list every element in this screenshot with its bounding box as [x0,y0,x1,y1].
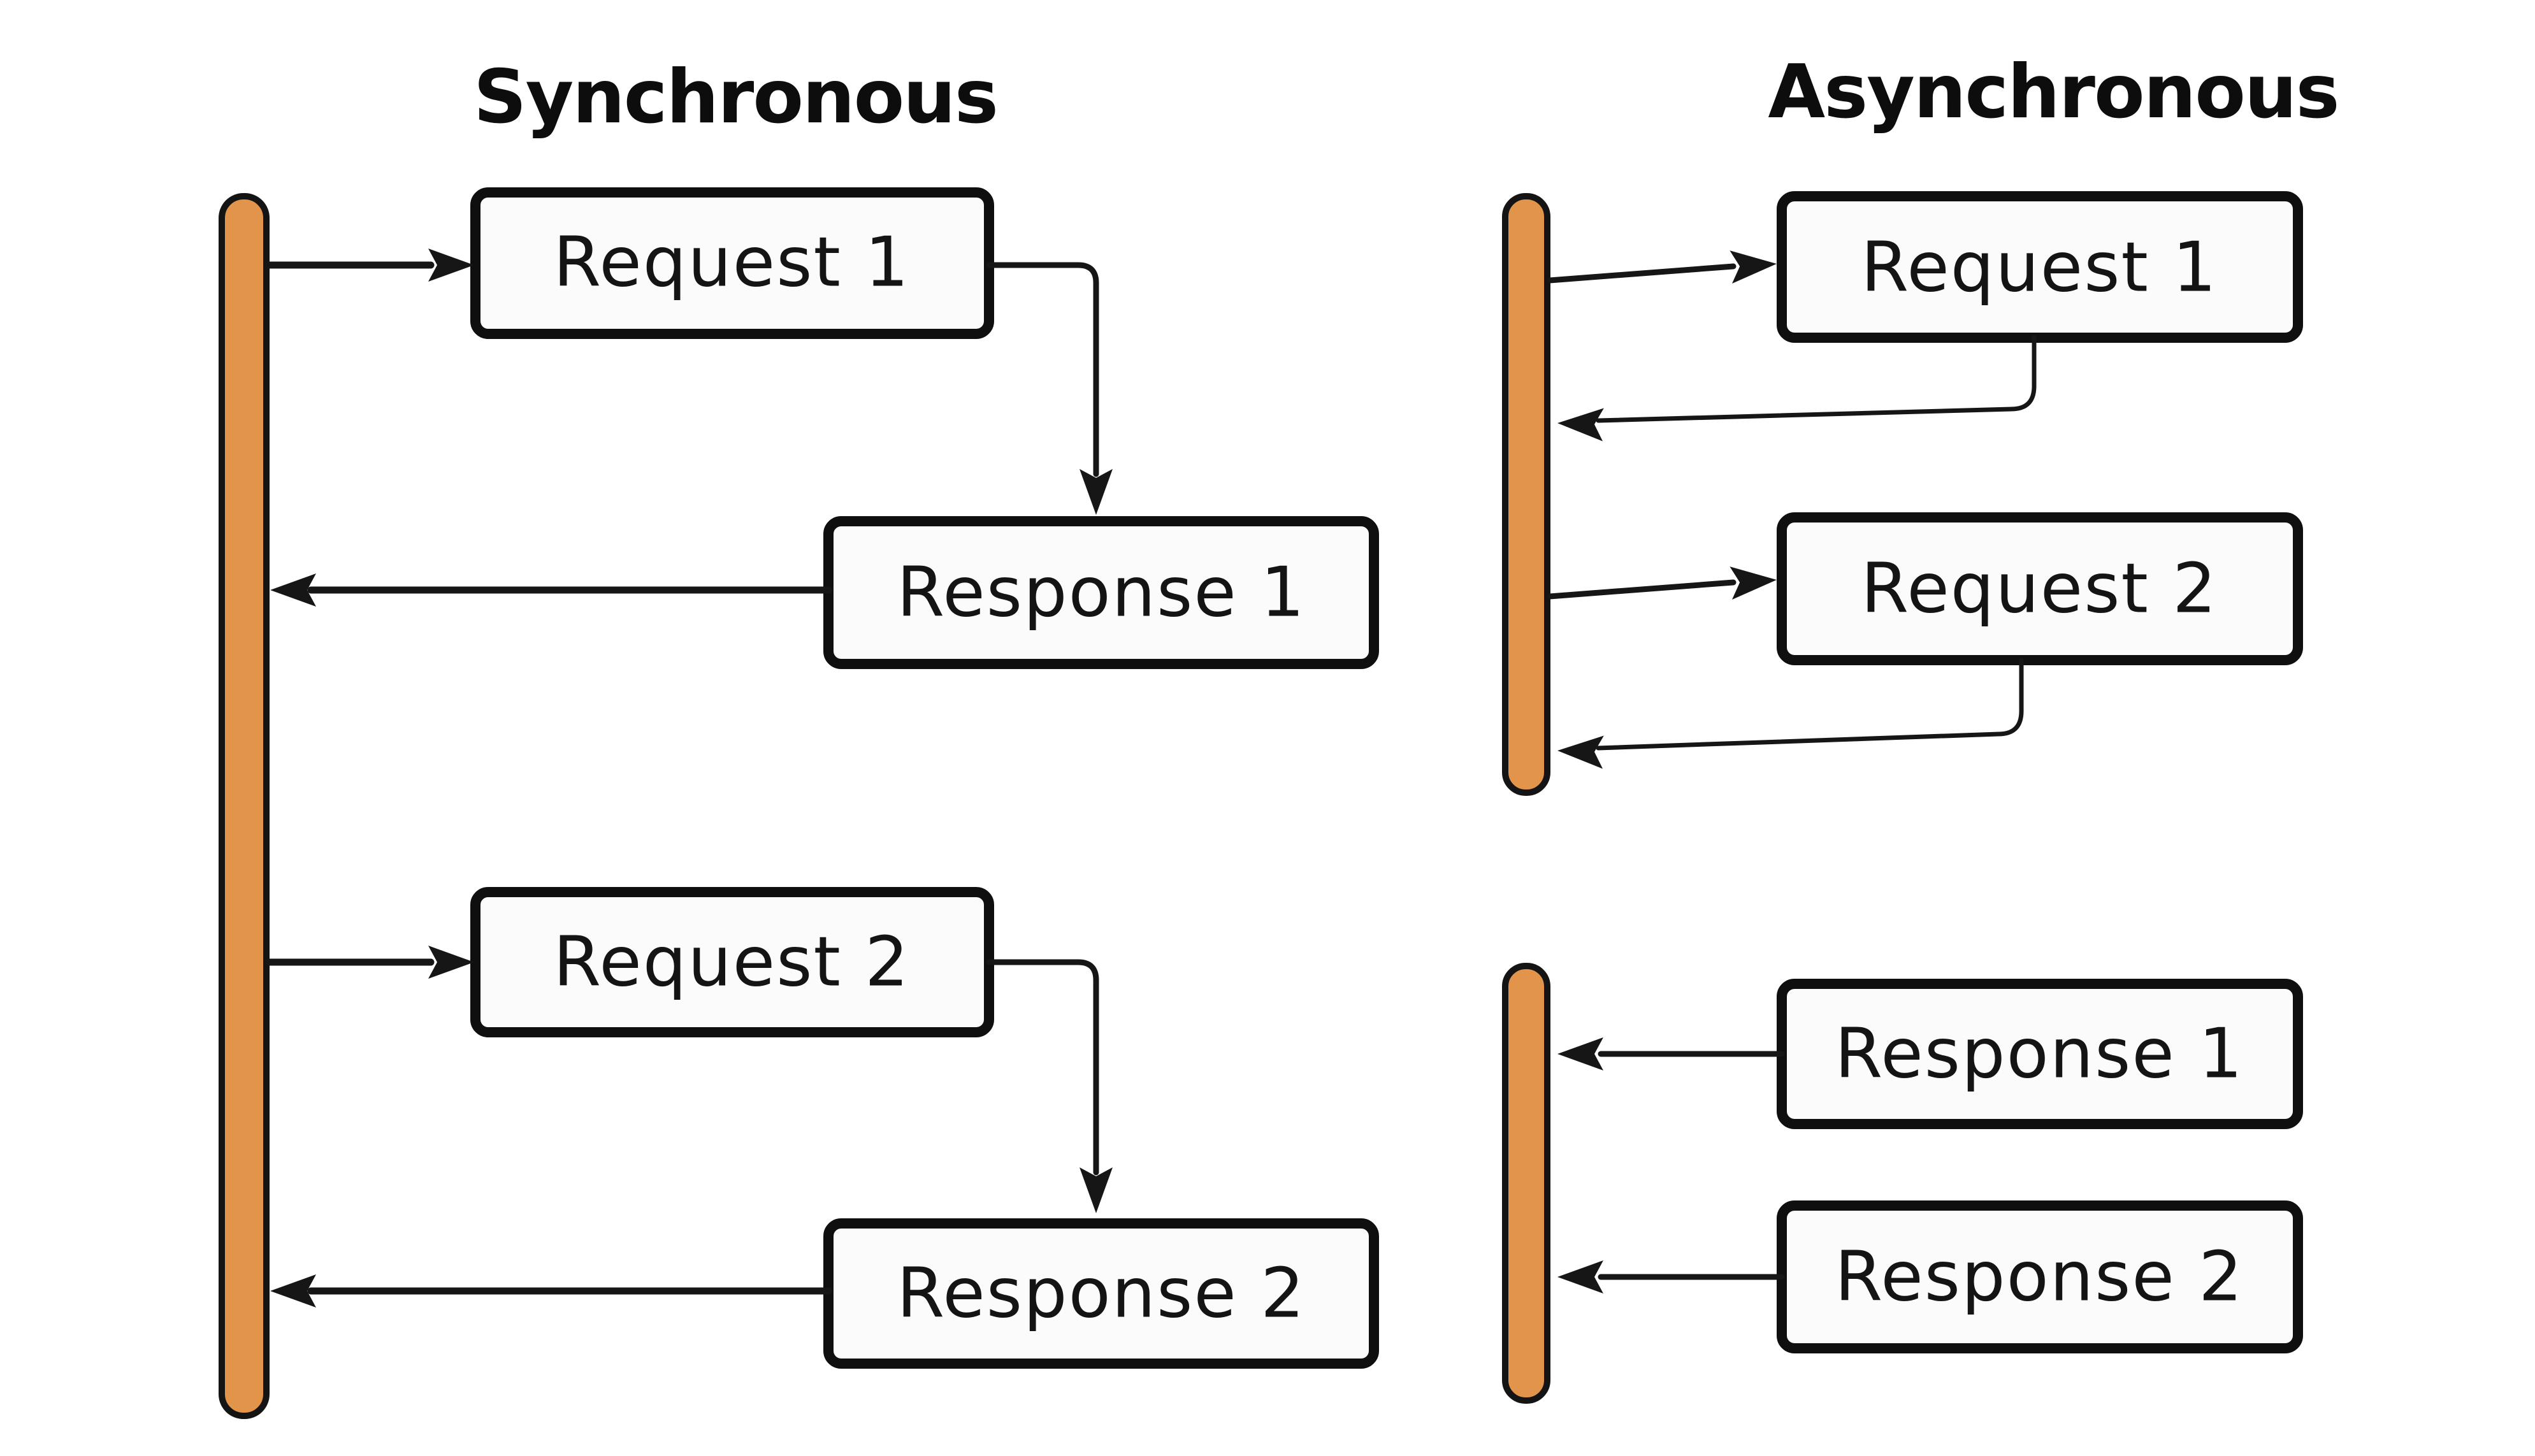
arrowhead-left-icon [1557,408,1604,442]
arrowhead-left-icon [1557,735,1604,769]
async-lifeline-bottom [1502,963,1550,1404]
async-request2-label: Request 2 [1861,549,2218,629]
sync-response1-label: Response 1 [897,553,1306,633]
sync-title: Synchronous [473,54,997,140]
sync-arrow-to-request2 [265,946,474,979]
arrowhead-left-icon [270,573,316,607]
sync-response2-node: Response 2 [823,1218,1379,1369]
async-panel: Asynchronous Request 1 Request 2 [1502,49,2340,1404]
arrowhead-left-icon [1557,1260,1603,1294]
async-arrow-response2 [1557,1260,1785,1294]
arrowhead-down-icon [1080,469,1113,515]
async-response1-node: Response 1 [1777,979,2303,1129]
async-request1-box [1777,191,2303,343]
async-arrow-to-request1 [1547,250,1777,284]
sync-request2-label: Request 2 [553,923,910,1002]
async-title: Asynchronous [1768,49,2338,135]
sync-connector-req1-resp1 [986,262,1113,515]
arrowhead-down-icon [1080,1167,1113,1213]
arrowhead-left-icon [270,1274,316,1308]
sync-response2-label: Response 2 [897,1254,1306,1334]
async-arrow-to-request2 [1547,566,1777,600]
sync-lifeline [219,193,270,1419]
async-response2-node: Response 2 [1777,1200,2303,1353]
arrowhead-right-icon [428,249,474,282]
sync-response1-node: Response 1 [823,516,1379,669]
sync-connector-req2-resp2 [986,959,1113,1213]
async-request1-node: Request 1 [1777,191,2303,343]
arrow-line [1547,263,1737,284]
curve-line [1596,658,2024,751]
async-request2-node: Request 2 [1777,512,2303,665]
async-response2-label: Response 2 [1835,1237,2244,1317]
sync-arrow-to-request1 [265,249,474,282]
curve-line [1596,335,2037,423]
async-response1-label: Response 1 [1835,1014,2244,1094]
arrowhead-left-icon [1557,1037,1603,1070]
connector-line [986,959,1099,1176]
arrowhead-right-icon [1730,250,1777,284]
connector-line [986,262,1099,477]
sync-request2-node: Request 2 [470,887,994,1037]
async-request1-label: Request 1 [1861,228,2218,308]
arrowhead-right-icon [428,946,474,979]
async-arrow-response1 [1557,1037,1785,1070]
sync-arrow-response1-return [270,573,832,607]
async-lifeline-top [1502,193,1550,796]
async-ack-request2 [1557,658,2024,769]
arrow-line [1547,579,1737,600]
sync-arrow-response2-return [270,1274,832,1308]
async-ack-request1 [1557,335,2037,442]
arrowhead-right-icon [1730,566,1777,600]
sync-panel: Synchronous Request 1 Response 1 R [219,54,1379,1419]
sync-request1-label: Request 1 [553,223,910,303]
async-request2-box [1777,512,2303,665]
sync-request1-node: Request 1 [470,187,994,339]
